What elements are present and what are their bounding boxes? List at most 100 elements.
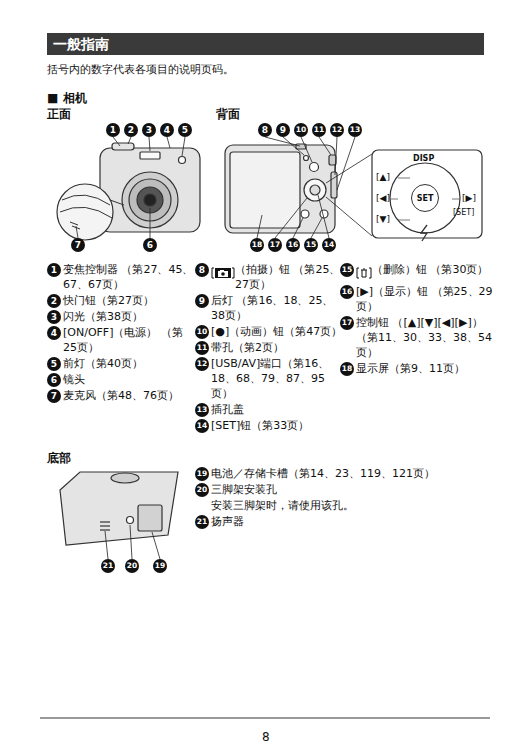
callout-number: 20 [195, 483, 209, 497]
callout-number: 1 [47, 263, 61, 277]
parts-list: 15（删除）钮 （第30页）16[▶]（显示）钮 （第25、29页）17控制钮 … [340, 262, 506, 377]
parts-list: 19电池／存储卡槽（第14、23、119、121页）20三脚架安装孔安装三脚架时… [195, 466, 495, 530]
list-item: 5前灯（第40页） [47, 356, 195, 371]
callout-number: 6 [143, 238, 157, 252]
page-title: 一般指南 [53, 36, 109, 52]
page-number: 8 [262, 730, 270, 744]
callout-number: 10 [294, 123, 308, 137]
view-label: 正面 [47, 107, 71, 121]
callout-number: 15 [340, 263, 354, 277]
parts-list: 1变焦控制器 （第27、45、67、67页）2快门钮（第27页）3闪光（第38页… [47, 262, 195, 404]
callout-number: 7 [47, 389, 61, 403]
list-item: 1变焦控制器 （第27、45、67、67页） [47, 262, 195, 292]
list-item: 18显示屏（第9、11页） [340, 361, 506, 376]
list-item: 2快门钮（第27页） [47, 293, 195, 308]
list-item: 17控制钮 （[▲][▼][◀][▶]） （第11、30、33、38、54页） [340, 315, 506, 360]
callout-number: 7 [71, 238, 85, 252]
list-item: 9后灯 （第16、18、25、38页） [195, 293, 346, 323]
callout-number: 1 [106, 123, 120, 137]
callout-number: 14 [195, 419, 209, 433]
callout-number: 9 [195, 294, 209, 308]
callout-number: 15 [304, 238, 318, 252]
callout-number: 9 [276, 123, 290, 137]
button-icon [211, 264, 235, 283]
callout-number: 3 [47, 310, 61, 324]
item-text: 插孔盖 [211, 402, 346, 417]
key-label: [▲] [376, 172, 390, 183]
callout-number: 4 [47, 326, 61, 340]
section-heading: ■ 相机 [47, 91, 87, 105]
callout-number: 5 [47, 357, 61, 371]
list-item: 16[▶]（显示）钮 （第25、29页） [340, 284, 506, 314]
list-item: 4[ON/OFF]（电源） （第25页） [47, 325, 195, 355]
item-text: [USB/AV]端口（第16、18、68、79、87、95页） [211, 356, 346, 401]
list-item: 8 （拍摄）钮 （第25、27页） [195, 262, 346, 292]
item-text: 后灯 （第16、18、25、38页） [211, 293, 346, 323]
callout-number: 19 [195, 467, 209, 481]
callout-number: 18 [340, 362, 354, 376]
item-text: [▶]（显示）钮 （第25、29页） [356, 284, 506, 314]
item-text: [●]（动画）钮（第47页） [211, 324, 346, 339]
item-text: 控制钮 （[▲][▼][◀][▶]） （第11、30、33、38、54页） [356, 315, 506, 360]
item-text: 前灯（第40页） [63, 356, 195, 371]
button-label: SET [417, 194, 434, 203]
list-item: 6镜头 [47, 372, 195, 387]
button-icon [356, 264, 372, 283]
list-item: 19电池／存储卡槽（第14、23、119、121页） [195, 466, 495, 481]
item-text: [ON/OFF]（电源） （第25页） [63, 325, 195, 355]
list-item: 13插孔盖 [195, 402, 346, 417]
callout-number: 21 [195, 515, 209, 529]
item-text: 电池／存储卡槽（第14、23、119、121页） [211, 466, 491, 481]
item-text: 变焦控制器 （第27、45、67、67页） [63, 262, 195, 292]
callout-number: 21 [101, 559, 115, 573]
item-text: 快门钮（第27页） [63, 293, 195, 308]
callout-number: 11 [312, 123, 326, 137]
callout-number: 10 [195, 325, 209, 339]
callout-number: 8 [258, 123, 272, 137]
item-text: （删除）钮 （第30页） [372, 262, 506, 277]
key-label: DISP [413, 154, 434, 164]
list-item: 12[USB/AV]端口（第16、18、68、79、87、95页） [195, 356, 346, 401]
callout-number: 20 [125, 559, 139, 573]
item-text: [SET]钮（第33页） [211, 418, 346, 433]
list-item: 21扬声器 [195, 514, 495, 529]
item-text: 闪光（第38页） [63, 309, 195, 324]
callout-number: 19 [153, 559, 167, 573]
callout-number: 14 [322, 238, 336, 252]
item-text: 显示屏（第9、11页） [356, 361, 506, 376]
list-item: 14[SET]钮（第33页） [195, 418, 346, 433]
callout-number: 12 [330, 123, 344, 137]
callout-number: 17 [340, 316, 354, 330]
callout-number: 8 [195, 263, 209, 277]
list-item: 15 （删除）钮 （第30页） [340, 262, 506, 283]
key-label: [▼] [376, 214, 390, 225]
list-item: 11带孔（第2页） [195, 340, 346, 355]
key-label: [◀] [376, 193, 390, 204]
item-text: 扬声器 [211, 514, 491, 529]
callout-number: 4 [160, 123, 174, 137]
callout-number: 13 [195, 403, 209, 417]
item-text: 三脚架安装孔 [211, 482, 491, 497]
view-label: 底部 [47, 451, 71, 465]
callout-number: 11 [195, 341, 209, 355]
callout-number: 16 [286, 238, 300, 252]
item-note: 安装三脚架时，请使用该孔。 [195, 498, 495, 513]
item-text: 带孔（第2页） [211, 340, 346, 355]
list-item: 20三脚架安装孔 [195, 482, 495, 497]
callout-number: 16 [340, 285, 354, 299]
callout-number: 6 [47, 373, 61, 387]
header-band: 一般指南 [47, 33, 484, 55]
key-label: [▶] [462, 193, 476, 204]
item-text: 镜头 [63, 372, 195, 387]
note-text: 括号内的数字代表各项目的说明页码。 [47, 63, 234, 76]
parts-list: 8（拍摄）钮 （第25、27页）9后灯 （第16、18、25、38页）10[●]… [195, 262, 346, 434]
view-label: 背面 [216, 107, 240, 121]
callout-number: 18 [250, 238, 264, 252]
callout-number: 13 [348, 123, 362, 137]
list-item: 3闪光（第38页） [47, 309, 195, 324]
key-label: [SET] [453, 208, 474, 218]
callout-number: 2 [47, 294, 61, 308]
item-text: （拍摄）钮 （第25、27页） [235, 262, 346, 292]
callout-number: 12 [195, 357, 209, 371]
